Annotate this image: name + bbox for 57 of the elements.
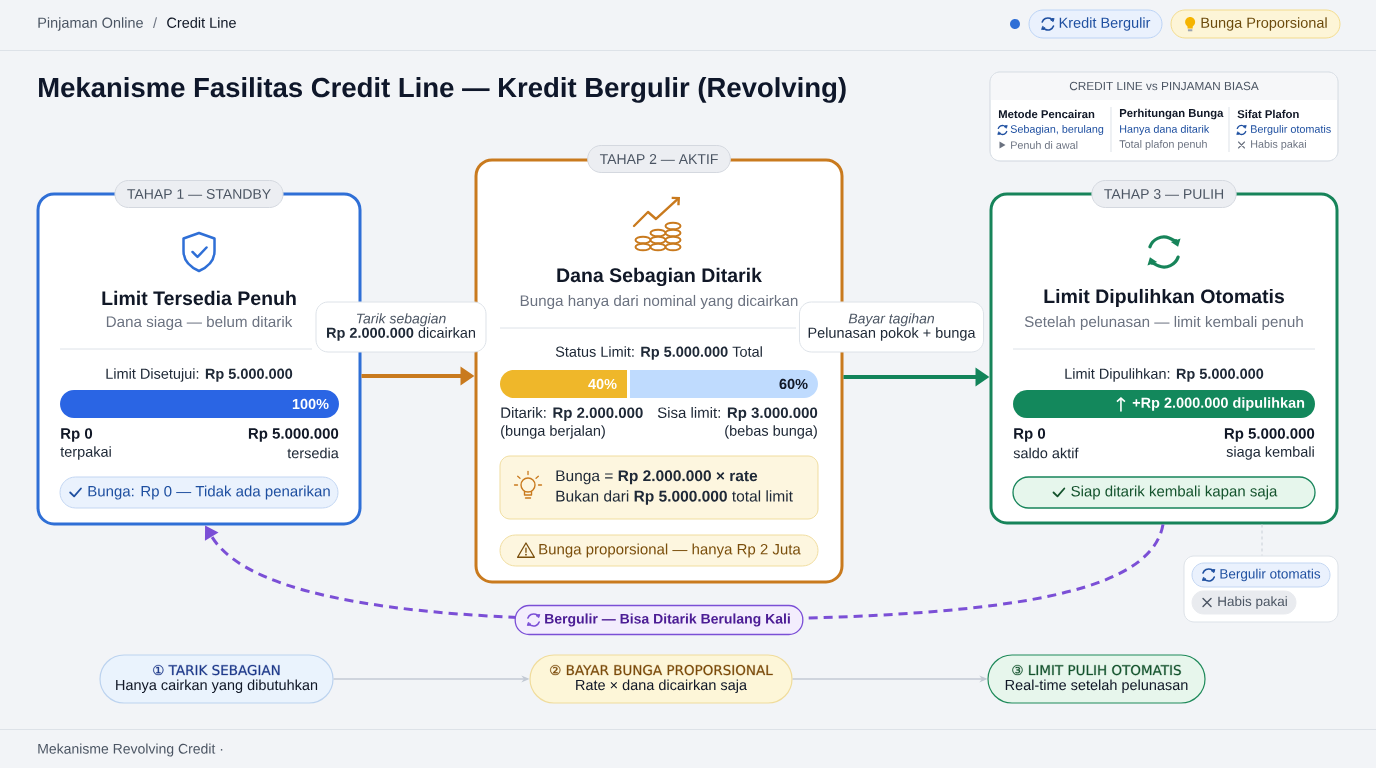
bar-segment: 40%	[500, 370, 627, 398]
step-pill: ① TARIK SEBAGIAN Hanya cairkan yang dibutuhkan	[99, 654, 334, 704]
breadcrumb-link: Pinjaman Online	[38, 17, 143, 31]
stage-tag: TAHAP 2 — AKTIF	[587, 145, 731, 173]
status-badge: Bunga Proporsional	[1170, 9, 1341, 39]
table-cell: Total plafon penuh	[1119, 139, 1207, 150]
legend-chip: Habis pakai	[1191, 590, 1297, 615]
breadcrumb-current: Credit Line	[167, 17, 236, 28]
step-pill: ② BAYAR BUNGA PROPORSIONAL Rate × dana dicairkan saja	[529, 654, 793, 704]
caption-label: terpakai	[60, 446, 111, 460]
limit-label: Limit Dipulihkan: Rp 5.000.000	[1065, 368, 1264, 382]
table-cell: Bergulir otomatis	[1251, 124, 1331, 135]
caption-label: saldo aktif	[1013, 447, 1079, 459]
legend-chip: Bergulir otomatis	[1191, 562, 1331, 588]
stage-tag: TAHAP 3 — PULIH	[1091, 180, 1237, 208]
amount-label: Rp 0	[61, 428, 93, 442]
breadcrumb-separator: /	[153, 17, 158, 28]
formula-box: Bunga = Rp 2.000.000 × rate Bukan dari Rp 5.000.000 total limit	[499, 455, 819, 520]
callout-box: Bayar tagihan Pelunasan pokok + bunga	[798, 301, 985, 353]
limit-label: Status Limit: Rp 5.000.000 Total	[555, 346, 762, 360]
table-heading: CREDIT LINE vs PINJAMAN BIASA	[1069, 81, 1259, 91]
caption-label: (bebas bunga)	[725, 425, 817, 439]
card-heading: Dana Sebagian Ditarik	[557, 267, 762, 287]
caption-label: siaga kembali	[1226, 446, 1314, 460]
warning-pill: Bunga proporsional — hanya Rp 2 Juta	[499, 534, 819, 567]
progress-bar: +Rp 2.000.000 dipulihkan	[1013, 390, 1315, 418]
status-badge: Kredit Bergulir	[1028, 9, 1163, 39]
table-cell: Sebagian, berulang	[1010, 124, 1104, 135]
title: Mekanisme Fasilitas Credit Line — Kredit Bergulir (Revolving)	[39, 77, 846, 103]
caption-label: (bunga berjalan)	[501, 425, 605, 439]
card-heading: Limit Dipulihkan Otomatis	[1044, 288, 1284, 308]
table-cell: Habis pakai	[1251, 139, 1306, 150]
edge-label: Bergulir — Bisa Ditarik Berulang Kali	[514, 604, 804, 636]
amount-label: Rp 0	[1014, 428, 1046, 442]
column-header: Perhitungan Bunga	[1119, 108, 1224, 120]
status-pill: Siap ditarik kembali kapan saja	[1012, 476, 1316, 509]
status-pill: Bunga: Rp 0 — Tidak ada penarikan	[59, 476, 339, 509]
amount-label: Ditarik: Rp 2.000.000	[501, 407, 643, 421]
column-header: Metode Pencairan	[998, 109, 1095, 119]
table-cell: Hanya dana ditarik	[1120, 124, 1210, 135]
footer-text: Mekanisme Revolving Credit ·	[38, 743, 223, 757]
card-subtitle: Dana siaga — belum ditarik	[106, 315, 293, 331]
callout-box: Tarik sebagian Rp 2.000.000 dicairkan	[315, 301, 487, 353]
caption-label: tersedia	[287, 447, 339, 459]
card-subtitle: Bunga hanya dari nominal yang dicairkan	[520, 294, 798, 310]
card-heading: Limit Tersedia Penuh	[102, 290, 296, 306]
bar-segment: 60%	[630, 370, 818, 398]
limit-label: Limit Disetujui: Rp 5.000.000	[106, 368, 293, 382]
amount-label: Sisa limit: Rp 3.000.000	[657, 407, 818, 421]
stage-tag: TAHAP 1 — STANDBY	[114, 180, 284, 208]
amount-label: Rp 5.000.000	[1224, 428, 1315, 442]
column-header: Sifat Plafon	[1237, 109, 1299, 119]
step-pill: ③ LIMIT PULIH OTOMATIS Real-time setelah pelunasan	[987, 654, 1206, 704]
table-cell: Penuh di awal	[1011, 141, 1078, 149]
card-subtitle: Setelah pelunasan — limit kembali penuh	[1024, 315, 1303, 331]
amount-label: Rp 5.000.000	[248, 428, 339, 442]
progress-bar: 100%	[60, 390, 339, 418]
